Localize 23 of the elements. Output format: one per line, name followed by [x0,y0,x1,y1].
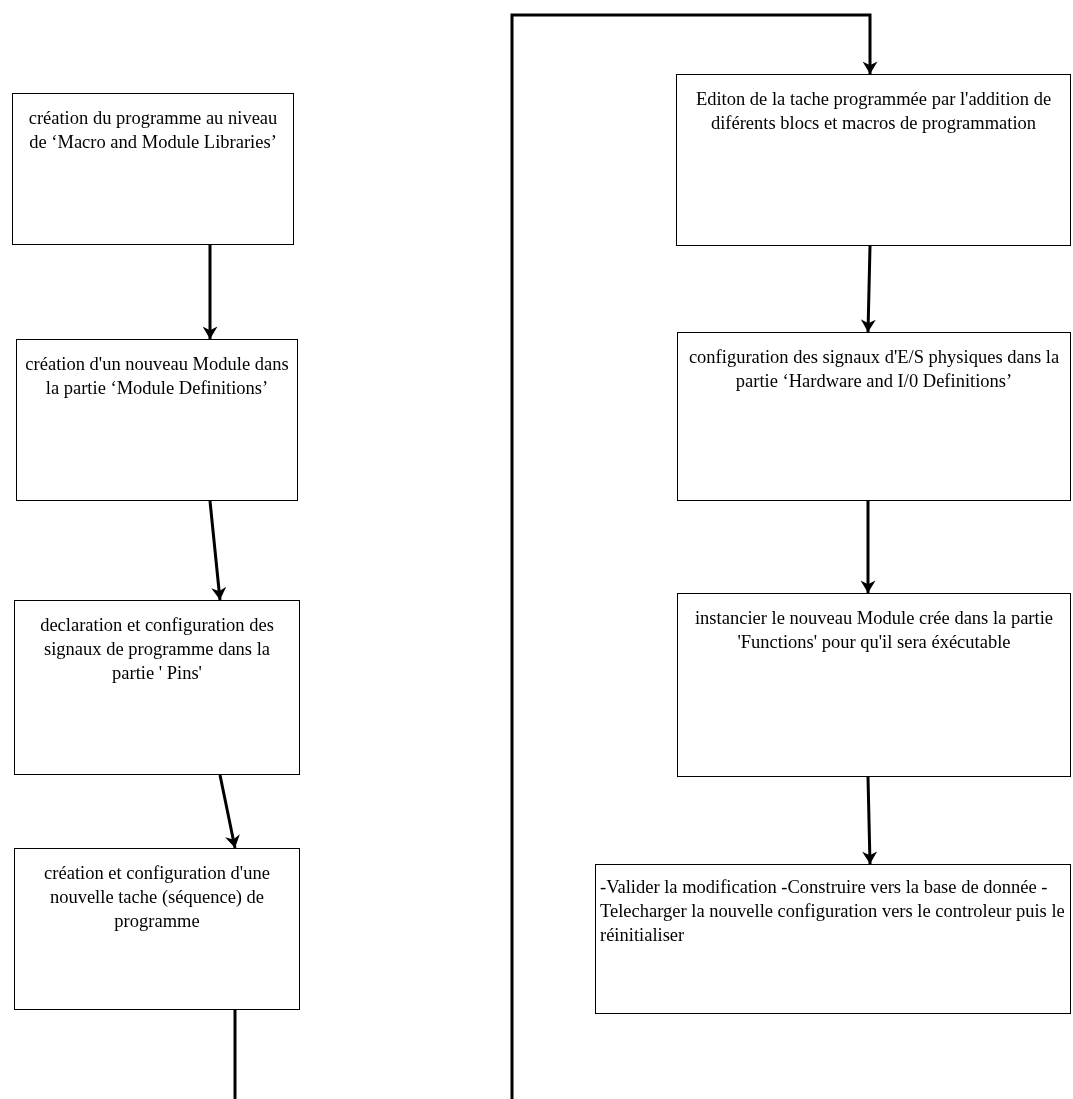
step-text: -Valider la modification -Construire vers la base de donnée -Telecharger la nouvelle configuration vers le controleur puis le réinitialiser [600,877,1065,945]
process-box [595,864,1071,1014]
arrow [202,245,218,339]
process-box [677,593,1071,777]
process-box [12,93,294,245]
step-text: Editon de la tache programmée par l'addition de diférents blocs et macros de programmation [695,89,1052,133]
process-box [676,74,1071,246]
step-text: configuration des signaux d'E/S physiques dans la partie ‘Hardware and I/0 Definitions’ [688,347,1060,391]
process-box [677,332,1071,501]
arrow [208,500,227,601]
arrow [860,245,876,333]
process-box [16,339,298,501]
step-text: declaration et configuration des signaux de programme dans la partie ' Pins' [40,615,274,683]
step-text: création et configuration d'une nouvelle tache (séquence) de programme [44,863,270,931]
arrow [510,13,878,1099]
step-text: création d'un nouveau Module dans la partie ‘Module Definitions’ [25,354,289,398]
step-text: instancier le nouveau Module crée dans la partie 'Functions' pour qu'il sera éxécutable [695,608,1053,652]
arrow [860,501,876,593]
arrow [862,776,878,865]
arrow [218,774,240,849]
process-box [14,848,300,1010]
process-box [14,600,300,775]
step-text: création du programme au niveau de ‘Macro and Module Libraries’ [28,108,278,152]
